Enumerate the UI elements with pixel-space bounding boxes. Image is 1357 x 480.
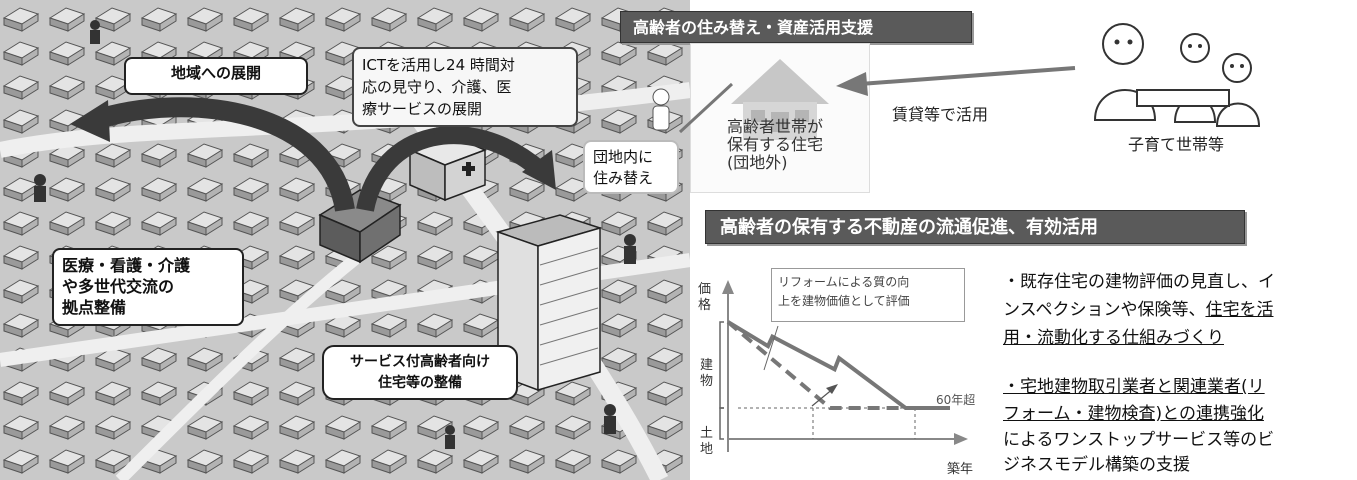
- housing-callout: サービス付高齢者向け 住宅等の整備: [322, 345, 518, 400]
- price-chart-svg: [719, 280, 968, 452]
- land-axis-label: 土地: [700, 426, 714, 457]
- bullet-1-line-1: ・既存住宅の建物評価の見直し、イ: [1003, 272, 1275, 292]
- bullet-1-line-2-underline: 住宅を活: [1205, 300, 1274, 320]
- reform-callout: リフォームによる質の向 上を建物価値として評価: [771, 268, 965, 322]
- improvement-arrow-icon: [826, 384, 838, 394]
- house-line-3: (団地外): [727, 153, 788, 172]
- ict-callout: ICTを活用し24 時間対 応の見守り、介護、医 療サービスの展開: [352, 47, 578, 127]
- relocation-banner: 高齢者の住み替え・資産活用支援: [620, 11, 972, 43]
- bullet-2-line-1: ・宅地建物取引業者と関連業者(リ: [1003, 377, 1265, 397]
- relocation-banner-text: 高齢者の住み替え・資産活用支援: [633, 18, 874, 37]
- rental-arrow-icon: [836, 66, 1076, 96]
- sixty-years-label: 60年超: [936, 393, 976, 407]
- price-chart: [690, 262, 990, 476]
- housing-line-1: サービス付高齢者向け: [350, 354, 490, 370]
- owned-house-label: 高齢者世帯が 保有する住宅 (団地外): [727, 118, 867, 172]
- reform-line-2: 上を建物価値として評価: [778, 294, 910, 308]
- ict-line-1: ICTを活用し24 時間対: [362, 56, 515, 74]
- community-illustration: [0, 0, 690, 480]
- move-in-arrow-icon: [678, 82, 734, 134]
- rental-label: 賃貸等で活用: [892, 105, 989, 124]
- housing-line-2: 住宅等の整備: [378, 375, 462, 391]
- hub-callout: 医療・看護・介護 や多世代交流の 拠点整備: [52, 248, 244, 326]
- building-bracket: [719, 321, 724, 409]
- hub-line-2: や多世代交流の: [62, 277, 175, 296]
- building-axis-label: 建物: [700, 358, 714, 389]
- price-axis-label: 価格: [698, 282, 712, 313]
- land-bracket: [719, 407, 724, 440]
- hub-line-1: 医療・看護・介護: [62, 256, 191, 275]
- bullet-1-line-2-plain: ンスペクションや保険等、: [1003, 300, 1206, 320]
- move-line-1: 団地内に: [593, 148, 654, 166]
- family-illustration: [1093, 23, 1261, 127]
- series-line-dashed: [726, 320, 950, 410]
- hub-line-3: 拠点整備: [62, 298, 127, 317]
- bullet-1-line-2: ンスペクションや保険等、住宅を活: [1003, 299, 1273, 322]
- town-illustration: [0, 0, 690, 480]
- real-estate-banner-text: 高齢者の保有する不動産の流通促進、有効活用: [720, 217, 1098, 238]
- expansion-label: 地域への展開: [170, 64, 261, 82]
- house-line-1: 高齢者世帯が: [727, 117, 824, 136]
- ict-line-3: 療サービスの展開: [362, 100, 483, 118]
- house-icon: [731, 59, 829, 140]
- move-line-2: 住み替え: [593, 169, 654, 187]
- series-line-solid: [726, 320, 950, 410]
- y-axis-arrow-icon: [722, 280, 734, 294]
- bullet-1-line-3: 用・流動化する仕組みづくり: [1003, 328, 1224, 348]
- house-line-2: 保有する住宅: [727, 135, 824, 154]
- bullet-2-line-4: ジネスモデル構築の支援: [1003, 455, 1190, 475]
- elderly-person-icon: [652, 88, 670, 131]
- move-callout: 団地内に 住み替え: [583, 140, 679, 194]
- reform-line-1: リフォームによる質の向: [778, 275, 910, 289]
- callout-leader-line: [763, 325, 779, 371]
- family-label: 子育て世帯等: [1128, 135, 1225, 154]
- bullet-2-line-3: によるワンストップサービス等のビ: [1003, 430, 1275, 450]
- x-axis-label: 築年: [947, 462, 974, 477]
- expansion-callout: 地域への展開: [124, 57, 308, 95]
- x-axis-arrow-icon: [954, 433, 968, 445]
- ict-line-2: 応の見守り、介護、医: [362, 78, 512, 96]
- real-estate-banner: 高齢者の保有する不動産の流通促進、有効活用: [705, 210, 1245, 244]
- bullet-2-line-2: フォーム・建物検査)との連携強化: [1003, 404, 1264, 424]
- house-panel: [690, 43, 870, 193]
